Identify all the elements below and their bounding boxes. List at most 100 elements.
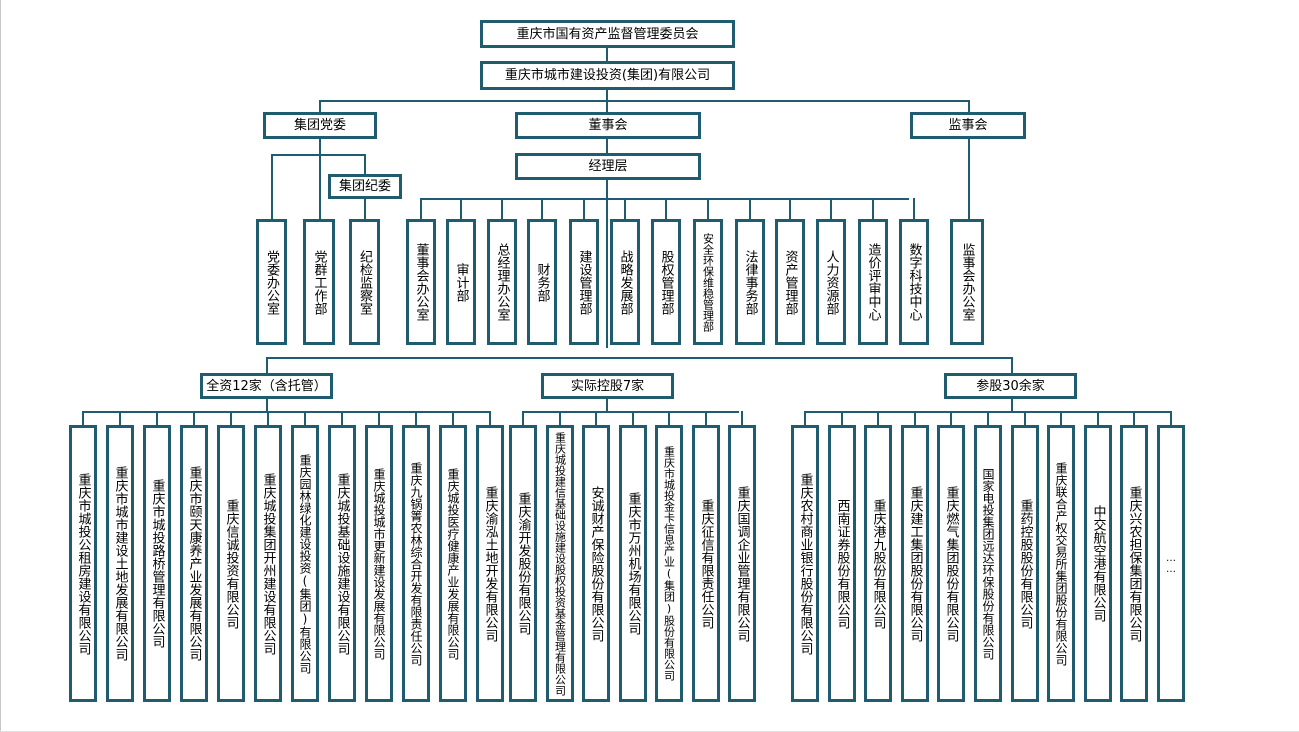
sasac-box: 重庆市国有资产监督管理委员会 (480, 20, 735, 48)
dept-box: 股权管理部 (651, 219, 681, 345)
connector (606, 398, 608, 411)
connector (872, 198, 874, 219)
connector (1024, 411, 1026, 425)
company-box: 重庆信诚投资有限公司 (217, 425, 245, 702)
connector (913, 198, 915, 219)
group-company-box: 重庆市城市建设投资(集团)有限公司 (480, 61, 735, 90)
company-box: 重庆市万州机场有限公司 (619, 425, 647, 702)
company-box: 中交航空港有限公司 (1084, 425, 1112, 702)
company-box: 重庆城投医疗健康产业发展有限公司 (439, 425, 467, 702)
dept-box: 党群工作部 (303, 219, 335, 345)
dept-box: 财务部 (527, 219, 557, 345)
company-box: 重庆市颐天康养产业发展有限公司 (180, 425, 208, 702)
company-box: 国家电投集团远达环保股份有限公司 (974, 425, 1002, 702)
connector (1097, 411, 1099, 425)
company-box: 安诚财产保险股份有限公司 (582, 425, 610, 702)
connector (830, 198, 832, 219)
connector (501, 198, 503, 219)
dept-box: 纪检监察室 (349, 219, 380, 345)
group-label-participating: 参股30余家 (944, 373, 1077, 399)
supervisory-board-box: 监事会 (910, 112, 1026, 139)
connector (1133, 411, 1135, 425)
connector (789, 198, 791, 219)
dept-box: 数字科技中心 (899, 219, 929, 345)
connector (271, 154, 273, 219)
connector (1170, 411, 1172, 425)
connector (968, 100, 970, 112)
connector (83, 411, 490, 413)
connector (950, 411, 952, 425)
connector (522, 411, 739, 413)
connector (460, 198, 462, 219)
connector (741, 411, 743, 425)
connector (632, 411, 634, 425)
connector (707, 198, 709, 219)
connector (968, 138, 970, 219)
connector (82, 411, 84, 425)
board-box: 董事会 (515, 112, 701, 139)
management-box: 经理层 (515, 153, 701, 180)
dept-box: 资产管理部 (775, 219, 805, 345)
connector (319, 138, 321, 154)
connector (319, 100, 321, 112)
company-box: 重庆征信有限责任公司 (692, 425, 720, 702)
connector (364, 154, 366, 174)
company-box: 重庆建工集团股份有限公司 (901, 425, 929, 702)
company-box: 重庆城投建信基础设施建设股权投资基金管理有限公司 (546, 425, 574, 702)
dept-box: 人力资源部 (816, 219, 846, 345)
company-box: 重庆国调企业管理有限公司 (728, 425, 756, 702)
connector (156, 411, 158, 425)
connector (266, 398, 268, 411)
connector (1011, 357, 1013, 373)
company-box: 重庆城投基础设施建设有限公司 (328, 425, 356, 702)
connector (877, 411, 879, 425)
company-box: 西南证券股份有限公司 (828, 425, 856, 702)
company-box: 重药控股股份有限公司 (1011, 425, 1039, 702)
connector (271, 154, 365, 156)
dept-box: 法律事务部 (735, 219, 765, 345)
dept-box: 战略发展部 (610, 219, 640, 345)
company-box: 重庆联合产权交易所集团股份有限公司 (1047, 425, 1075, 702)
connector (583, 198, 585, 219)
connector (559, 411, 561, 425)
connector (319, 100, 969, 102)
group-label-wholly-owned: 全资12家（含托管） (200, 373, 333, 399)
connector (230, 411, 232, 425)
connector (987, 411, 989, 425)
connector (749, 198, 751, 219)
company-box: 重庆城投城市更新建设发展有限公司 (365, 425, 393, 702)
company-box: 重庆渝开发股份有限公司 (509, 425, 537, 702)
company-box: 重庆市城投金卡信息产业(集团)股份有限公司 (655, 425, 683, 702)
company-box: 重庆九锅箐农林综合开发有限责任公司 (402, 425, 430, 702)
company-box: …… (1157, 425, 1185, 702)
company-box: 重庆渝泓土地开发有限公司 (476, 425, 504, 702)
company-box: 重庆园林绿化建设投资(集团)有限公司 (291, 425, 319, 702)
connector (420, 198, 422, 219)
connector (266, 357, 268, 373)
connector (1060, 411, 1062, 425)
connector (804, 411, 806, 425)
dept-box: 安全环保维稳管理部 (693, 219, 723, 345)
connector (341, 411, 343, 425)
party-committee-box: 集团党委 (263, 112, 377, 139)
connector (705, 411, 707, 425)
company-box: 重庆港九股份有限公司 (864, 425, 892, 702)
connector (665, 198, 667, 219)
company-box: 重庆农村商业银行股份有限公司 (791, 425, 819, 702)
company-box: 重庆市城投公租房建设有限公司 (69, 425, 97, 702)
connector (489, 411, 491, 425)
dept-box: 造价评审中心 (858, 219, 888, 345)
connector (267, 411, 269, 425)
company-box: 重庆城投集团开州建设有限公司 (254, 425, 282, 702)
connector (1011, 398, 1013, 411)
connector (319, 154, 321, 219)
connector (193, 411, 195, 425)
discipline-committee-box: 集团纪委 (328, 174, 402, 199)
dept-box: 董事会办公室 (406, 219, 436, 345)
dept-box: 总经理办公室 (487, 219, 517, 345)
connector (668, 411, 670, 425)
connector (522, 411, 524, 425)
dept-box: 监事会办公室 (950, 219, 984, 345)
company-box: 重庆燃气集团股份有限公司 (937, 425, 965, 702)
connector (452, 411, 454, 425)
